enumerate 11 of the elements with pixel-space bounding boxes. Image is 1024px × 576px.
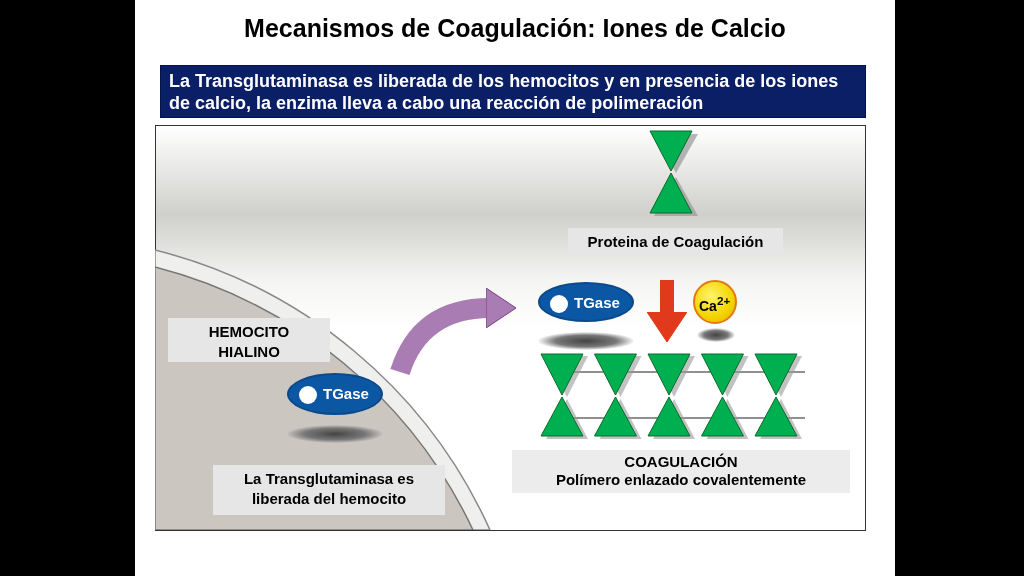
caption-banner: La Transglutaminasa es liberada de los hemocitos y en presencia de los iones de calcio, la enzima lleva a cabo una reacción de polimeración: [160, 65, 866, 118]
arrow: [646, 280, 688, 343]
cell-caption: La Transglutaminasa es liberada del hemocito: [213, 465, 445, 515]
ion-label: Ca$^{2+}$: [699, 294, 731, 314]
caption-text: Polímero enlazado covalentemente: [554, 471, 808, 488]
enzyme-label: TGase: [323, 385, 369, 402]
slide-title: Mecanismos de Coagulación: Iones de Calcio: [244, 14, 786, 42]
protein-caption: Proteina de Coagulación: [568, 228, 783, 255]
cell-label: HEMOCITO HIALINO: [168, 318, 330, 362]
enzyme-label: TGase: [574, 294, 620, 311]
caption-heading: COAGULACIÓN: [623, 453, 739, 470]
